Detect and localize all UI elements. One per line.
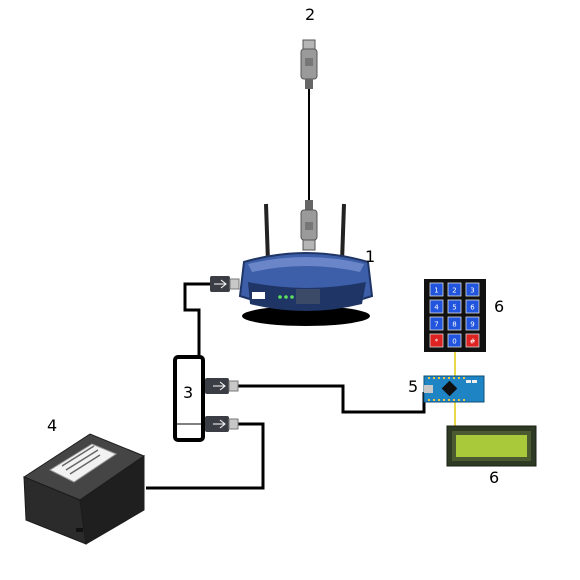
router-antenna-right (340, 203, 346, 263)
keypad-key (447, 333, 462, 348)
label-router: 1 (365, 247, 375, 266)
label-ethernet-plug: 2 (305, 5, 315, 24)
label-lcd: 6 (489, 468, 499, 487)
keypad-key (465, 333, 480, 348)
hub-printer-cable (146, 422, 265, 490)
keypad-key (447, 316, 462, 331)
label-microcontroller: 5 (408, 377, 418, 396)
keypad-key-label: 6 (470, 304, 475, 312)
keypad-key-label: 7 (434, 321, 438, 329)
usb-plug-hub-2 (205, 416, 239, 432)
microcontroller-board (423, 375, 485, 403)
keypad-key (465, 299, 480, 314)
router-antenna-left (264, 203, 270, 263)
usb-plug-hub-1 (205, 378, 239, 394)
keypad-key (447, 299, 462, 314)
keypad: 1 2 3 4 5 6 7 8 9 * 0 # (424, 279, 486, 352)
keypad-key-label: 1 (434, 287, 438, 295)
keypad-key-label: 3 (470, 287, 474, 295)
lcd-display (446, 425, 537, 467)
keypad-key-label: # (470, 338, 476, 346)
keypad-key (429, 333, 444, 348)
label-printer: 4 (47, 416, 57, 435)
cables (146, 88, 456, 490)
keypad-key-label: 2 (452, 287, 456, 295)
keypad-key (447, 282, 462, 297)
hub-arduino-cable (238, 384, 426, 414)
receipt-printer (22, 433, 146, 545)
router-usb-cable (183, 282, 210, 358)
usb-plug-router (210, 276, 240, 292)
label-usb-hub: 3 (183, 383, 193, 402)
keypad-key (429, 316, 444, 331)
label-keypad: 6 (494, 297, 504, 316)
router (238, 203, 374, 326)
usb-hub (173, 355, 205, 442)
keypad-key-label: 8 (452, 321, 456, 329)
keypad-key-label: 0 (452, 338, 456, 346)
keypad-key-label: * (435, 338, 439, 346)
keypad-key-label: 5 (452, 304, 456, 312)
keypad-keys: 1 2 3 4 5 6 7 8 9 * 0 # (429, 282, 480, 348)
keypad-key (429, 299, 444, 314)
keypad-key (429, 282, 444, 297)
ethernet-plug-top (300, 39, 318, 89)
keypad-key-label: 4 (434, 304, 439, 312)
keypad-key (465, 282, 480, 297)
ethernet-plug-router (300, 200, 318, 251)
keypad-key (465, 316, 480, 331)
keypad-key-label: 9 (470, 321, 474, 329)
